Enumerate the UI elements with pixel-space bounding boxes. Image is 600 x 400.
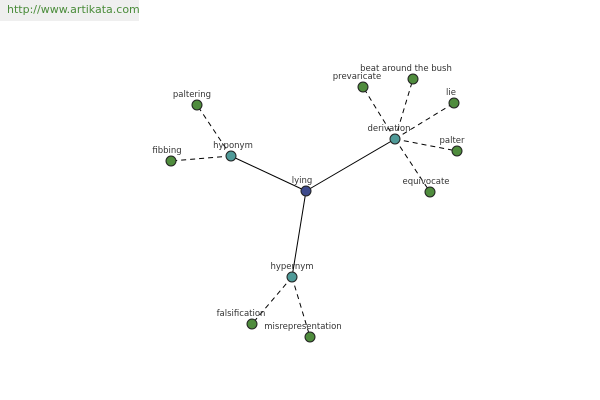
label-beat-around-the-bush: beat around the bush <box>360 64 452 74</box>
label-falsification: falsification <box>217 309 266 319</box>
edge-hyponym-paltering <box>196 104 232 157</box>
node-misrepresentation[interactable] <box>304 331 316 343</box>
edge-derivation-prevaricate <box>362 86 396 140</box>
node-equivocate[interactable] <box>424 186 436 198</box>
edge-lying-derivation <box>305 138 396 192</box>
label-paltering: paltering <box>173 90 211 100</box>
edge-hyponym-fibbing <box>170 155 232 162</box>
node-lying[interactable] <box>300 185 312 197</box>
node-fibbing[interactable] <box>165 155 177 167</box>
node-derivation[interactable] <box>389 133 401 145</box>
label-misrepresentation: misrepresentation <box>264 322 341 332</box>
edge-hypernym-misrepresentation <box>291 276 311 338</box>
edge-derivation-palter <box>394 138 458 152</box>
edge-lying-hypernym <box>291 190 307 278</box>
label-hypernym: hypernym <box>270 262 313 272</box>
label-palter: palter <box>439 136 465 146</box>
node-hyponym[interactable] <box>225 150 237 162</box>
node-paltering[interactable] <box>191 99 203 111</box>
edge-derivation-lie <box>394 102 455 140</box>
label-lie: lie <box>446 88 456 98</box>
node-hypernym[interactable] <box>286 271 298 283</box>
edge-lying-hyponym <box>230 155 307 192</box>
node-falsification[interactable] <box>246 318 258 330</box>
label-hyponym: hyponym <box>213 141 253 151</box>
label-prevaricate: prevaricate <box>333 72 381 82</box>
node-lie[interactable] <box>448 97 460 109</box>
edge-derivation-beat-around-the-bush <box>394 78 414 140</box>
edge-hypernym-falsification <box>251 276 293 325</box>
label-fibbing: fibbing <box>152 146 181 156</box>
url-bar: http://www.artikata.com <box>0 0 140 21</box>
edge-derivation-equivocate <box>394 138 431 193</box>
node-palter[interactable] <box>451 145 463 157</box>
label-lying: lying <box>292 176 313 186</box>
node-beat-around-the-bush[interactable] <box>407 73 419 85</box>
label-derivation: derivation <box>367 124 410 134</box>
node-prevaricate[interactable] <box>357 81 369 93</box>
label-equivocate: equivocate <box>402 177 449 187</box>
site-link[interactable]: http://www.artikata.com <box>7 3 140 16</box>
